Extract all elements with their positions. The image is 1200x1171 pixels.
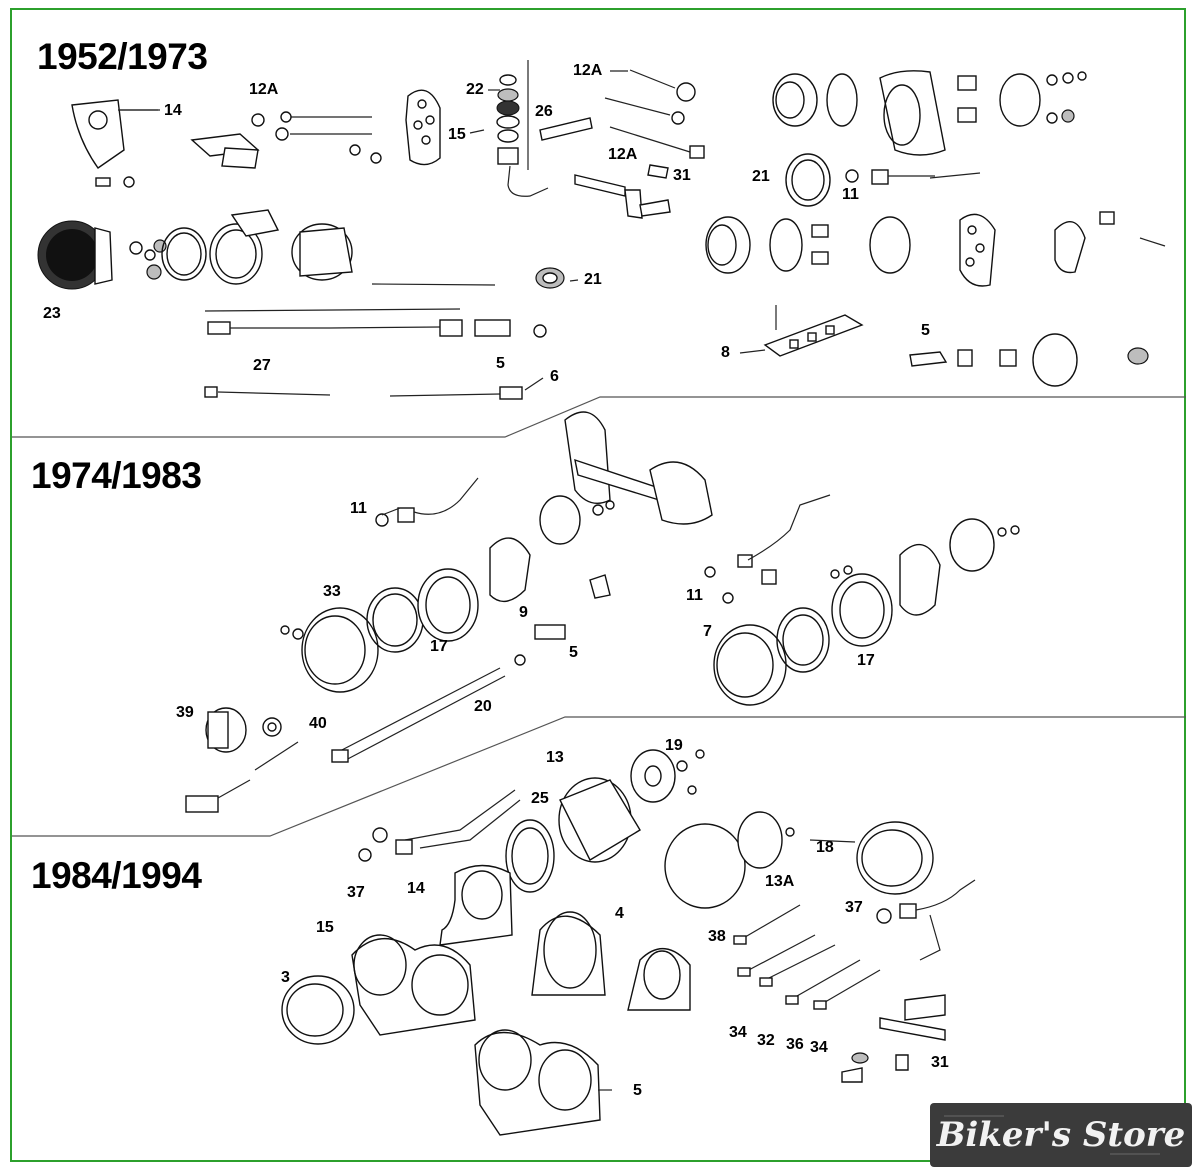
callout-label: 19 <box>665 737 683 754</box>
callout-label: 7 <box>703 623 712 640</box>
callout-label: 20 <box>474 698 492 715</box>
callout-label: 23 <box>43 305 61 322</box>
parts-group-1974-1983 <box>185 411 1020 813</box>
callout-label: 11 <box>350 500 367 517</box>
separator-1952-1974 <box>12 396 1186 438</box>
callout-label: 32 <box>757 1032 775 1049</box>
parts-group-1984-1994 <box>281 749 976 1136</box>
callout-label: 22 <box>466 81 484 98</box>
callout-label: 37 <box>845 899 863 916</box>
section-title-1974-1983: 1974/1983 <box>31 455 202 496</box>
callout-label: 5 <box>569 644 578 661</box>
diagram-frame <box>10 8 1186 1162</box>
callout-label: 38 <box>708 928 726 945</box>
callout-label: 5 <box>496 355 505 372</box>
callout-label: 18 <box>816 839 834 856</box>
callout-label: 5 <box>921 322 930 339</box>
callout-label: 6 <box>550 368 559 385</box>
biker-store-logo-text: Biker's Store <box>936 1115 1186 1155</box>
leader-lines <box>118 70 856 1091</box>
callout-label: 21 <box>584 271 602 288</box>
callout-label: 12A <box>573 62 603 79</box>
biker-store-logo: Biker's Store <box>930 1103 1192 1167</box>
section-title-1952-1973: 1952/1973 <box>37 36 208 77</box>
callout-label: 36 <box>786 1036 804 1053</box>
callout-label: 11 <box>686 587 703 604</box>
callout-label: 11 <box>842 186 859 203</box>
callout-label: 25 <box>531 790 549 807</box>
callout-label: 8 <box>721 344 730 361</box>
callout-label: 12A <box>249 81 279 98</box>
callout-label: 13 <box>546 749 564 766</box>
callout-label: 39 <box>176 704 194 721</box>
separator-1974-1984 <box>12 716 1186 837</box>
callout-label: 26 <box>535 103 553 120</box>
section-title-1984-1994: 1984/1994 <box>31 855 202 896</box>
callout-label: 31 <box>931 1054 949 1071</box>
callout-label: 3 <box>281 969 290 986</box>
callout-label: 9 <box>519 604 528 621</box>
callout-label: 37 <box>347 884 365 901</box>
callout-label: 21 <box>752 168 770 185</box>
callout-label: 33 <box>323 583 341 600</box>
callout-label: 13A <box>765 873 795 890</box>
callout-label: 34 <box>729 1024 747 1041</box>
callout-label: 31 <box>673 167 691 184</box>
callout-label: 5 <box>633 1082 642 1099</box>
callout-label: 15 <box>316 919 334 936</box>
callout-label: 14 <box>164 102 182 119</box>
callout-label: 12A <box>608 146 638 163</box>
callout-label: 17 <box>857 652 875 669</box>
callout-label: 17 <box>430 638 448 655</box>
callout-label: 14 <box>407 880 425 897</box>
callout-label: 4 <box>615 905 624 922</box>
callout-label: 34 <box>810 1039 828 1056</box>
callout-label: 15 <box>448 126 466 143</box>
parts-group-1952-1973 <box>37 60 1166 400</box>
callout-label: 27 <box>253 357 271 374</box>
callout-label: 40 <box>309 715 327 732</box>
